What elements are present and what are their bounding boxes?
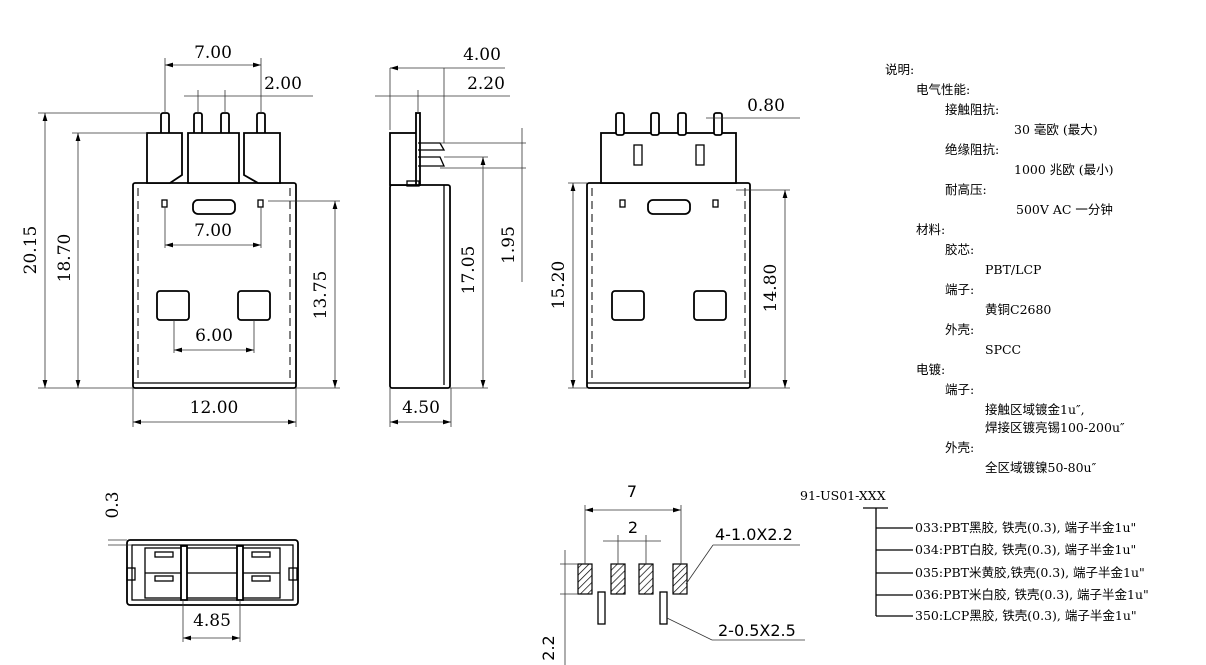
dim-total-height: 20.15	[21, 226, 41, 275]
notes-label: 胶芯:	[945, 242, 974, 257]
dim-pin-span: 7.00	[194, 43, 232, 63]
pin-4	[256, 112, 266, 136]
side-housing	[389, 132, 419, 186]
slot-hole	[659, 591, 668, 625]
housing-right	[243, 132, 281, 184]
notes-value: 全区域镀镍50-80u″	[985, 460, 1097, 475]
dim-depth: 4.00	[463, 45, 501, 65]
pcb-footprint: 7 2 2.2 4-1.0X2.2 2-0.5X2.5	[539, 482, 805, 665]
front-view: 7.00 2.00 20.15 18.70 7.00 6.00 13.75 12…	[21, 43, 340, 427]
notes-heading: 电镀:	[916, 362, 945, 377]
slot-label: 2-0.5X2.5	[718, 621, 796, 640]
window-left	[156, 290, 190, 321]
notes-heading: 电气性能:	[916, 82, 970, 97]
dim-pin-offset: 2.20	[467, 74, 505, 94]
notes-label: 耐高压:	[945, 182, 987, 197]
dim-pitch: 2	[628, 518, 638, 537]
notes-value: 接触区域镀金1u″,	[985, 402, 1085, 417]
option-item: 350:LCP黑胶, 铁壳(0.3), 端子半金1u"	[915, 608, 1137, 623]
slot-hole	[597, 591, 606, 625]
dim-width: 12.00	[190, 398, 239, 418]
notes-value: PBT/LCP	[985, 262, 1041, 277]
notes-label: 端子:	[945, 282, 974, 297]
notes-label: 外壳:	[945, 440, 974, 455]
option-item: 036:PBT米白胶, 铁壳(0.3), 端子半金1u"	[915, 587, 1149, 602]
part-code: 91-US01-XXX	[800, 488, 886, 503]
pin-1	[160, 112, 170, 136]
part-number-tree: 91-US01-XXX 033:PBT黑胶, 铁壳(0.3), 端子半金1u" …	[800, 488, 1149, 623]
slot	[192, 199, 236, 215]
rear-view: 0.80 15.20 14.80	[549, 96, 800, 389]
notes-value: 黄铜C2680	[985, 302, 1051, 317]
pad	[577, 563, 593, 595]
dim-height: 17.05	[459, 246, 479, 295]
pad	[672, 563, 688, 595]
side-pin	[415, 112, 421, 186]
dim-pin-pitch: 2.00	[264, 74, 302, 94]
dim-housing-height: 18.70	[55, 234, 75, 283]
notes-value: 1000 兆欧 (最小)	[1014, 162, 1114, 177]
dim-outer: 7	[627, 482, 637, 501]
notes-label: 绝缘阻抗:	[945, 142, 999, 157]
dim-window-span: 6.00	[195, 326, 233, 346]
pin-3	[220, 112, 230, 136]
notes-title: 说明:	[885, 62, 914, 77]
dim-slot-height: 13.75	[311, 271, 331, 320]
window-right	[237, 290, 271, 321]
pad-label: 4-1.0X2.2	[715, 525, 793, 544]
side-view: 4.00 2.20 17.05 1.95 4.50	[375, 45, 526, 427]
notes-label: 外壳:	[945, 322, 974, 337]
dim-left-height: 15.20	[549, 261, 569, 310]
option-item: 033:PBT黑胶, 铁壳(0.3), 端子半金1u"	[915, 520, 1136, 535]
notes-value: 焊接区镀亮锡100-200u″	[985, 420, 1125, 435]
dim-slot-span: 7.00	[194, 221, 232, 241]
housing-left	[146, 132, 183, 184]
dim-thickness: 4.50	[402, 398, 440, 418]
pad	[610, 563, 626, 595]
pad	[638, 563, 654, 595]
option-item: 034:PBT白胶, 铁壳(0.3), 端子半金1u"	[915, 542, 1136, 557]
notes: 说明: 电气性能: 接触阻抗: 30 毫欧 (最大) 绝缘阻抗: 1000 兆欧…	[885, 62, 1125, 475]
notes-label: 端子:	[945, 382, 974, 397]
dim-shell-thickness: 0.3	[103, 491, 123, 518]
pin-2	[193, 112, 203, 136]
side-shell	[389, 184, 451, 389]
dim-pin-width: 0.80	[747, 96, 785, 116]
dim-row: 2.2	[539, 635, 558, 660]
bottom-view: 0.3 4.85	[103, 491, 299, 642]
notes-label: 接触阻抗:	[945, 102, 999, 117]
dim-right-height: 14.80	[761, 264, 781, 313]
housing-middle	[187, 132, 240, 184]
notes-value: SPCC	[985, 342, 1021, 357]
dim-latch: 1.95	[499, 226, 519, 264]
dim-inner-width: 4.85	[193, 611, 231, 631]
notes-value: 30 毫欧 (最大)	[1014, 122, 1098, 137]
notes-value: 500V AC 一分钟	[1016, 202, 1113, 217]
notes-heading: 材料:	[916, 222, 945, 237]
option-item: 035:PBT米黄胶,铁壳(0.3), 端子半金1u"	[915, 565, 1145, 580]
